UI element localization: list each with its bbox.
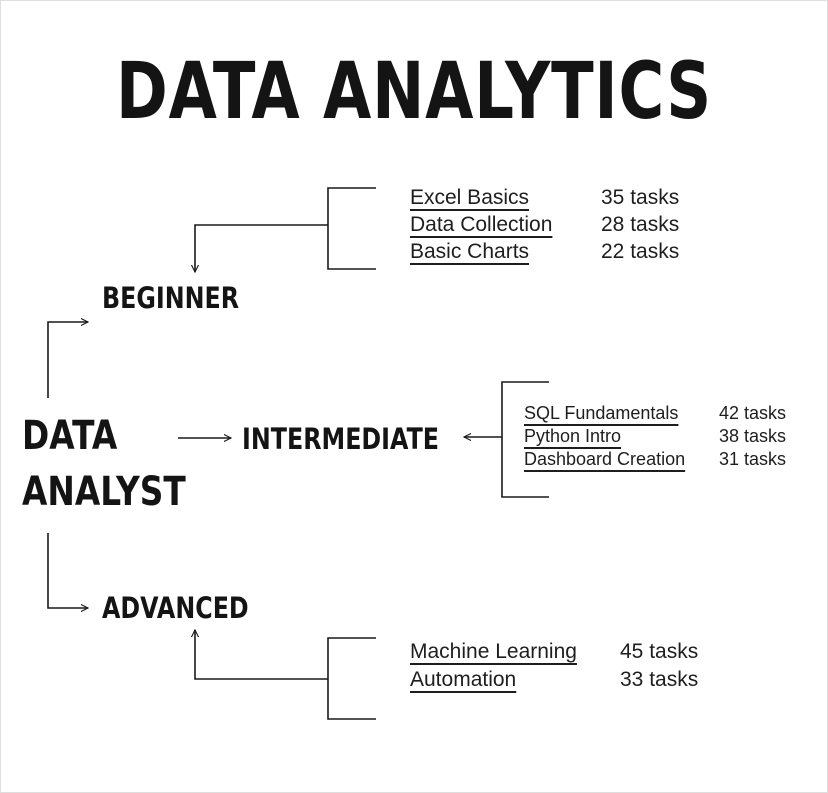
level-beginner: BEGINNER: [102, 281, 240, 315]
topic-name: Excel Basics: [410, 186, 530, 209]
beginner-topics-arrow: [195, 224, 328, 272]
topic-count: 22 tasks: [601, 240, 680, 263]
topic-item: Automation: [410, 666, 516, 694]
topic-name: Automation: [410, 668, 517, 691]
topic-count: 35 tasks: [601, 186, 680, 209]
topic-count: 33 tasks: [620, 668, 699, 691]
beginner-topics-bracket: [327, 187, 376, 270]
advanced-topics-arrow: [195, 630, 328, 680]
root-to-advanced-arrow: [47, 533, 88, 608]
topic-item: Dashboard Creation: [524, 448, 685, 471]
level-intermediate: INTERMEDIATE: [242, 422, 440, 456]
topic-name: Machine Learning: [410, 640, 577, 663]
topic-count: 28 tasks: [601, 213, 680, 236]
advanced-topics-bracket: [327, 637, 376, 720]
topic-item: Python Intro: [524, 425, 621, 448]
topic-count: 31 tasks: [719, 449, 787, 469]
topic-count: 38 tasks: [719, 426, 787, 446]
topic-name: Basic Charts: [410, 240, 530, 263]
page-title: DATA ANALYTICS: [116, 47, 712, 137]
topic-name: Dashboard Creation: [524, 449, 686, 469]
topic-item: Excel Basics: [410, 184, 529, 212]
intermediate-topics-bracket: [501, 381, 549, 498]
topic-item: Data Collection: [410, 211, 552, 239]
topic-item: Machine Learning: [410, 638, 577, 666]
topic-name: Data Collection: [410, 213, 553, 236]
level-advanced: ADVANCED: [102, 591, 249, 625]
root-node-line-1: DATA: [22, 413, 118, 459]
root-to-beginner-arrow: [47, 322, 88, 398]
topic-item: SQL Fundamentals: [524, 402, 678, 425]
topic-item: Basic Charts: [410, 238, 529, 266]
topic-name: SQL Fundamentals: [524, 403, 679, 423]
topic-name: Python Intro: [524, 426, 622, 446]
topic-count: 42 tasks: [719, 403, 787, 423]
topic-count: 45 tasks: [620, 640, 699, 663]
root-node-line-2: ANALYST: [22, 469, 186, 515]
